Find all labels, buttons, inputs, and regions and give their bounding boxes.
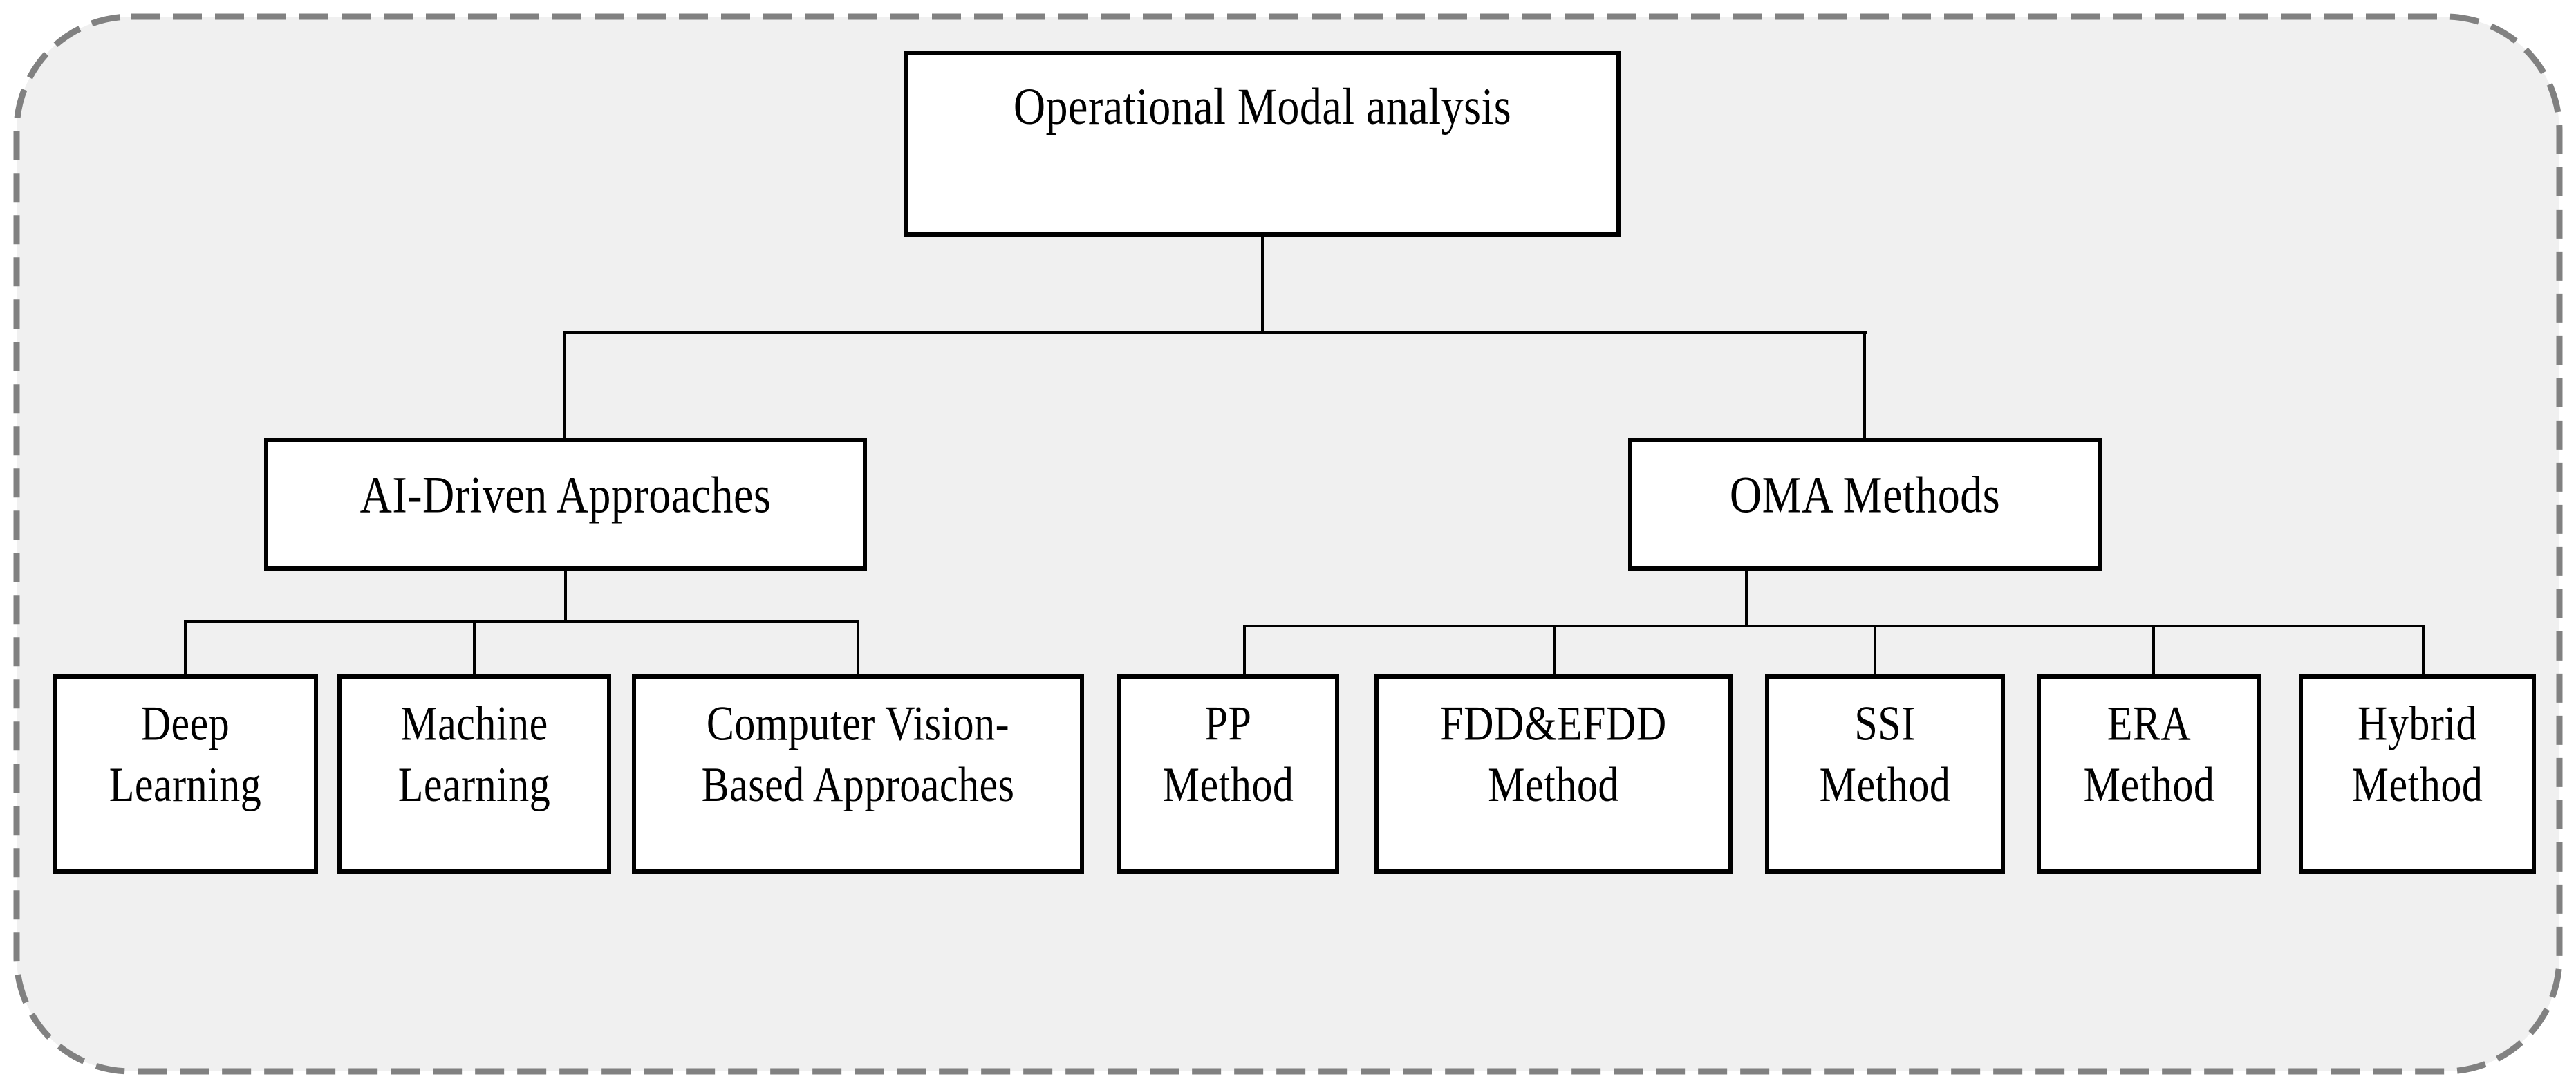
- connector-ai-trunk: [564, 568, 567, 623]
- node-fdd-efdd-method: FDD&EFDD Method: [1374, 674, 1733, 874]
- connector-drop-oma: [1863, 331, 1866, 441]
- node-hybrid-method-label: Hybrid Method: [2351, 696, 2483, 812]
- connector-drop-pp: [1243, 625, 1246, 677]
- node-fdd-efdd-method-label: FDD&EFDD Method: [1440, 696, 1667, 812]
- node-computer-vision-based-label: Computer Vision- Based Approaches: [701, 696, 1015, 812]
- connector-drop-deep-learning: [184, 620, 187, 677]
- node-hybrid-method: Hybrid Method: [2299, 674, 2536, 874]
- connector-ai-bus: [184, 620, 859, 623]
- connector-drop-fdd: [1553, 625, 1556, 677]
- connector-drop-era: [2152, 625, 2155, 677]
- connector-drop-ssi: [1874, 625, 1876, 677]
- node-ssi-method: SSI Method: [1765, 674, 2005, 874]
- node-pp-method: PP Method: [1117, 674, 1339, 874]
- connector-level1-bus: [563, 331, 1867, 334]
- node-ai-driven-approaches: AI-Driven Approaches: [264, 438, 867, 571]
- node-computer-vision-based: Computer Vision- Based Approaches: [632, 674, 1084, 874]
- node-operational-modal-analysis: Operational Modal analysis: [904, 51, 1621, 237]
- connector-oma-bus: [1243, 625, 2425, 627]
- node-oma-methods-label: OMA Methods: [1729, 465, 2001, 524]
- node-pp-method-label: PP Method: [1162, 696, 1294, 812]
- connector-root-trunk: [1261, 237, 1264, 333]
- connector-drop-ai: [563, 331, 566, 441]
- node-oma-methods: OMA Methods: [1628, 438, 2102, 571]
- node-machine-learning: Machine Learning: [337, 674, 611, 874]
- connector-drop-machine-learning: [473, 620, 476, 677]
- node-ssi-method-label: SSI Method: [1819, 696, 1951, 812]
- node-machine-learning-label: Machine Learning: [398, 696, 551, 812]
- connector-drop-hybrid: [2422, 625, 2425, 677]
- connector-drop-computer-vision: [857, 620, 859, 677]
- node-deep-learning: Deep Learning: [53, 674, 318, 874]
- node-era-method-label: ERA Method: [2083, 696, 2215, 812]
- node-operational-modal-analysis-label: Operational Modal analysis: [1013, 77, 1512, 136]
- node-era-method: ERA Method: [2037, 674, 2261, 874]
- node-ai-driven-approaches-label: AI-Driven Approaches: [360, 465, 772, 524]
- connector-oma-trunk: [1745, 569, 1748, 627]
- node-deep-learning-label: Deep Learning: [109, 696, 262, 812]
